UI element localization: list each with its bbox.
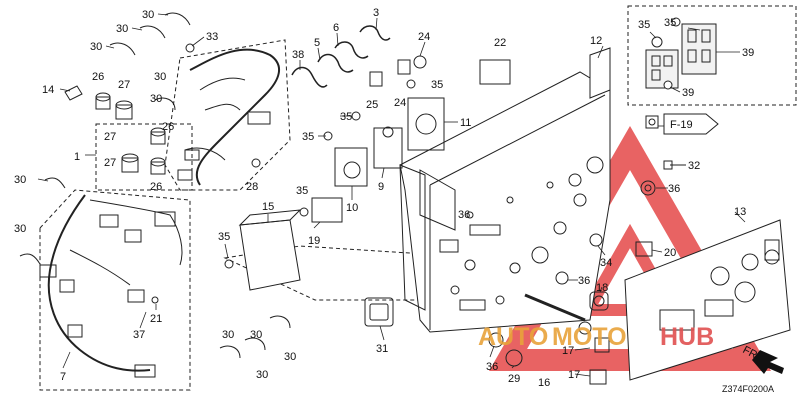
callout-7: 7 — [60, 371, 66, 383]
front-arrow-icon — [752, 350, 784, 374]
callout-38: 38 — [292, 49, 304, 61]
reference-tag[interactable]: F-19 — [663, 113, 719, 135]
callout-36-a: 36 — [668, 183, 680, 195]
callout-20: 20 — [664, 247, 676, 259]
callout-36-b: 36 — [578, 275, 590, 287]
callout-6: 6 — [333, 22, 339, 34]
control-box-frame — [399, 47, 611, 333]
callout-24-a: 24 — [418, 31, 430, 43]
callout-24-b: 24 — [394, 97, 406, 109]
callout-30-h: 30 — [250, 329, 262, 341]
callout-35-b: 35 — [340, 111, 352, 123]
dashed-box-7 — [39, 189, 191, 391]
callout-35-f: 35 — [638, 19, 650, 31]
callout-9: 9 — [378, 181, 384, 193]
callout-5: 5 — [314, 37, 320, 49]
drawing-code: Z374F0200A — [722, 384, 774, 394]
watermark-hub: HUB — [660, 323, 714, 351]
callout-39-b: 39 — [682, 87, 694, 99]
watermark-text: AUTO MOTO HUB — [478, 323, 714, 351]
callout-27-a: 27 — [118, 79, 130, 91]
reference-tag-label: F-19 — [670, 119, 693, 131]
dashed-box-1 — [95, 123, 193, 191]
watermark-moto: MOTO — [552, 323, 627, 351]
callout-16: 16 — [538, 377, 550, 389]
callout-30-j: 30 — [256, 369, 268, 381]
callout-30-i: 30 — [284, 351, 296, 363]
callout-21: 21 — [150, 313, 162, 325]
callout-27-b: 27 — [104, 131, 116, 143]
callout-35-a: 35 — [431, 79, 443, 91]
callout-26-a: 26 — [92, 71, 104, 83]
callout-3: 3 — [373, 7, 379, 19]
callout-36-d: 36 — [458, 209, 470, 221]
callout-labels: 30 30 30 33 26 27 14 30 27 26 1 27 26 30… — [14, 7, 754, 389]
leader-lines — [37, 13, 746, 377]
callout-35-c: 35 — [302, 131, 314, 143]
callout-32: 32 — [688, 160, 700, 172]
callout-30-c: 30 — [90, 41, 102, 53]
callout-39-a: 39 — [742, 47, 754, 59]
component-sketches — [19, 12, 686, 385]
front-panel-plate — [624, 219, 791, 381]
callout-25: 25 — [366, 99, 378, 111]
callout-30-a: 30 — [142, 9, 154, 21]
watermark-auto: AUTO — [478, 323, 548, 351]
callout-34: 34 — [600, 257, 612, 269]
inset-panel — [627, 5, 797, 106]
callout-1: 1 — [74, 151, 80, 163]
callout-29: 29 — [508, 373, 520, 385]
callout-22: 22 — [494, 37, 506, 49]
callout-30-b: 30 — [116, 23, 128, 35]
callout-19: 19 — [308, 235, 320, 247]
callout-27-c: 27 — [104, 157, 116, 169]
callout-30-f: 30 — [14, 223, 26, 235]
callout-30-e: 30 — [14, 174, 26, 186]
callout-17-a: 17 — [562, 345, 574, 357]
callout-35-e: 35 — [218, 231, 230, 243]
callout-17-b: 17 — [568, 369, 580, 381]
callout-10: 10 — [346, 202, 358, 214]
callout-37: 37 — [133, 329, 145, 341]
callout-11: 11 — [460, 117, 471, 129]
callout-30-g: 30 — [222, 329, 234, 341]
callout-14: 14 — [42, 84, 54, 96]
callout-13: 13 — [734, 206, 746, 218]
callout-26-b: 26 — [162, 121, 174, 133]
callout-28: 28 — [246, 181, 258, 193]
callout-30-d: 30 — [154, 71, 166, 83]
callout-30-k: 30 — [150, 93, 162, 105]
callout-36-c: 36 — [486, 361, 498, 373]
callout-35-d: 35 — [296, 185, 308, 197]
callout-35-g: 35 — [664, 17, 676, 29]
callout-18: 18 — [596, 282, 608, 294]
callout-15: 15 — [262, 201, 274, 213]
callout-12: 12 — [590, 35, 602, 47]
callout-31: 31 — [376, 343, 388, 355]
callout-33: 33 — [206, 31, 218, 43]
callout-26-c: 26 — [150, 181, 162, 193]
